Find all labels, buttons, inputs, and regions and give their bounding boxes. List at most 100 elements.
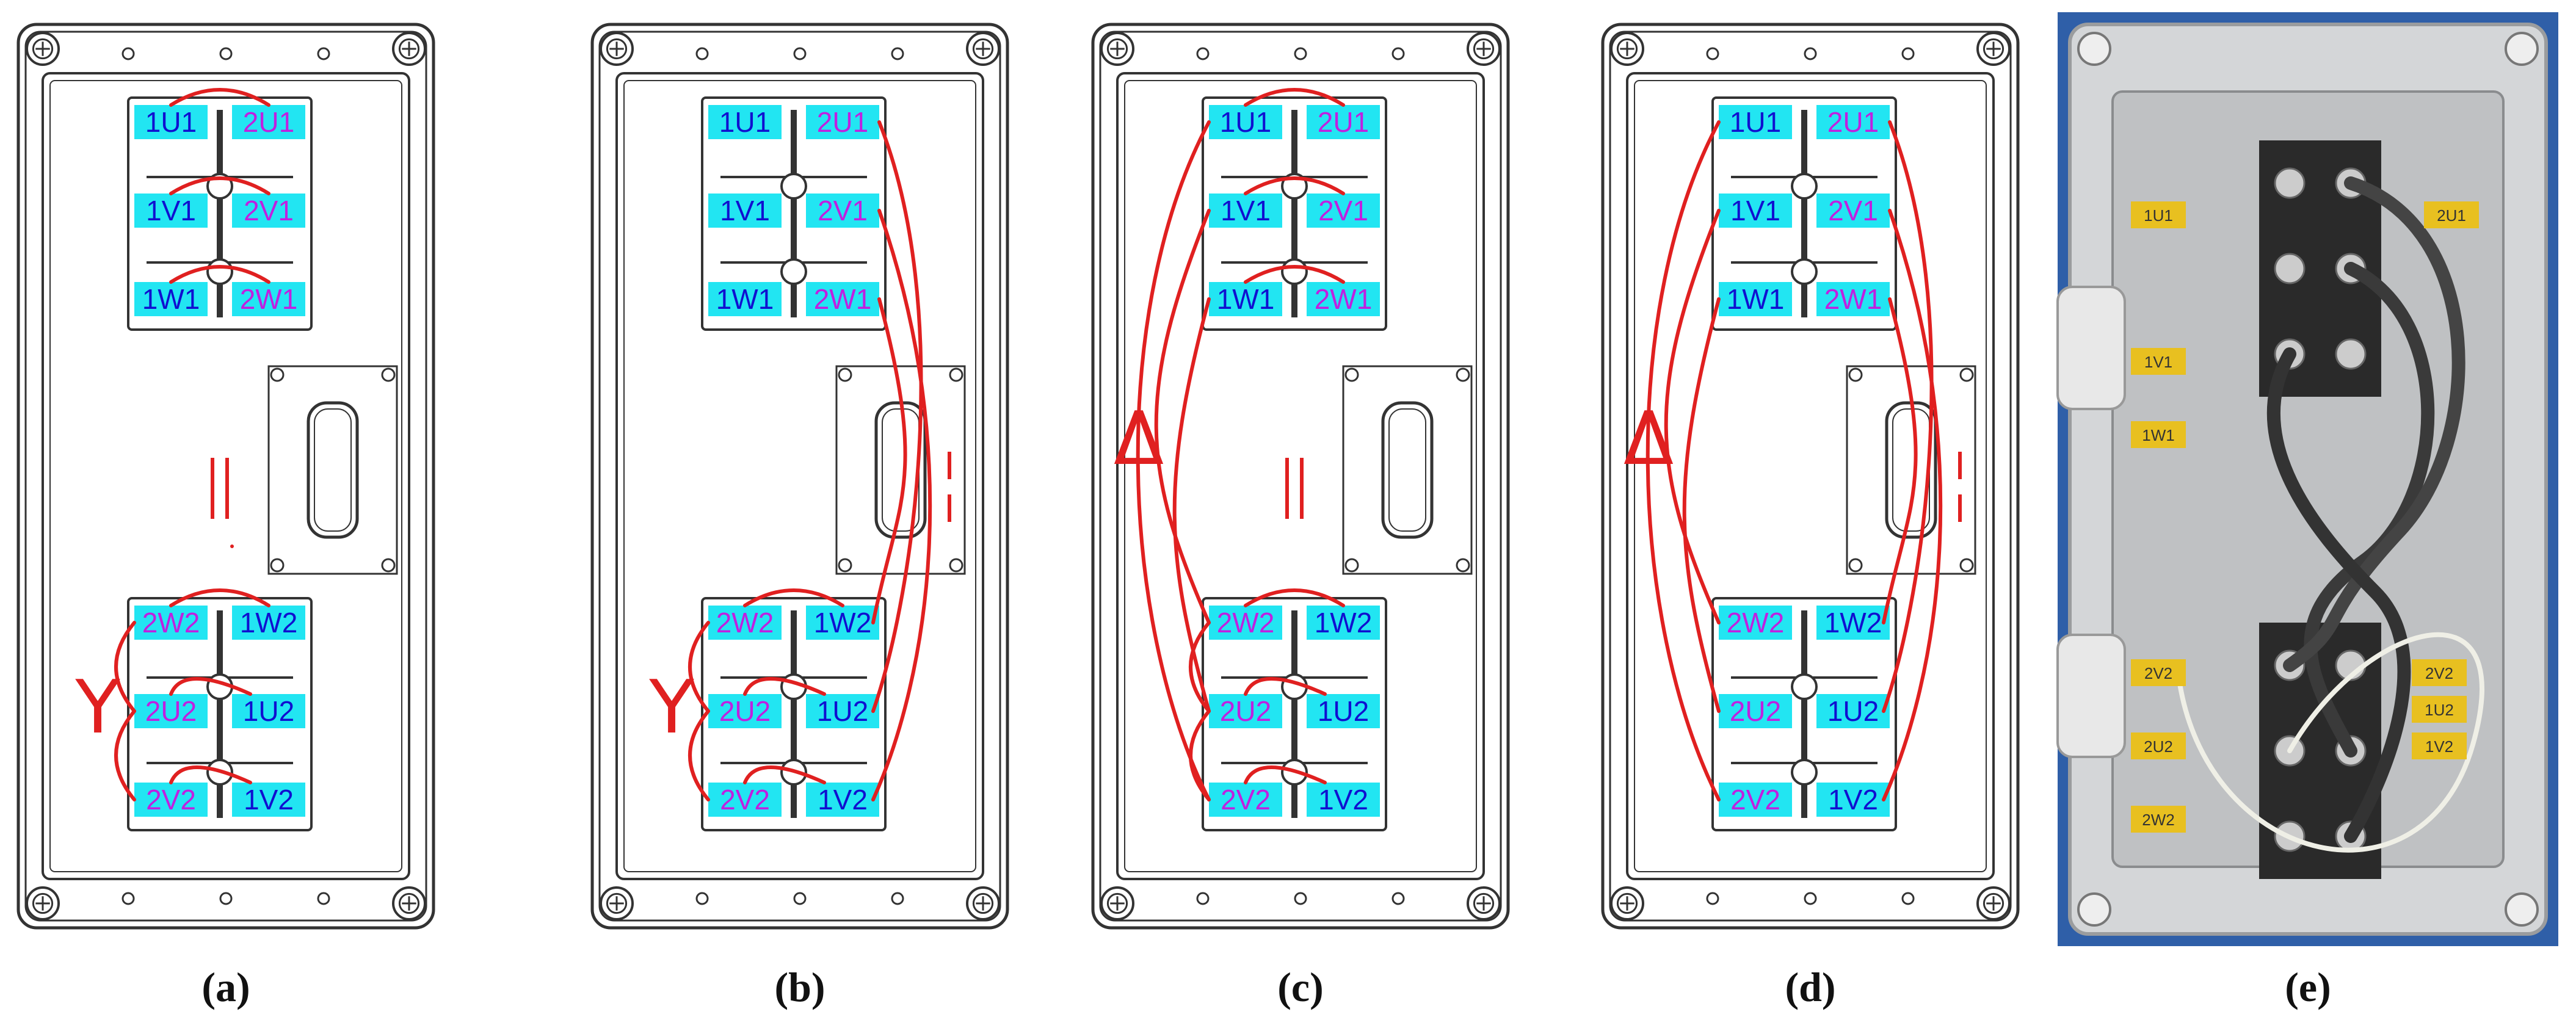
photo-label-5	[2412, 696, 2467, 723]
enclosure-inner-lip	[49, 80, 402, 872]
terminal-label-2V2: 2V2	[720, 784, 770, 816]
bridge-wire-1	[871, 120, 923, 713]
terminal-label-2W1: 2W1	[814, 283, 872, 315]
photo-label-1	[2424, 201, 2479, 228]
photo-label-text-1: 2U1	[2437, 206, 2466, 225]
enclosure-inner-lip	[1634, 80, 1987, 872]
photo-stud-l-1	[2274, 253, 2306, 284]
mount-hole-bottom-2	[891, 892, 904, 905]
mount-hole-bottom-2	[1901, 892, 1915, 905]
caption-c: (c)	[1277, 964, 1323, 1010]
terminal-label-2W2: 2W2	[1727, 607, 1785, 638]
wye-symbol: Y	[648, 665, 694, 750]
photo-label-text-8: 2U2	[2144, 737, 2173, 756]
photo-label-text-3: 1W1	[2142, 426, 2174, 444]
jumper-bottom-1	[169, 677, 252, 696]
terminal-label-1V1: 1V1	[1730, 195, 1780, 226]
terminal-label-2W2: 2W2	[716, 607, 774, 638]
terminal-label-2U2: 2U2	[1220, 695, 1271, 727]
terminal-2U1	[1307, 105, 1380, 139]
jumper-top-2	[169, 265, 270, 284]
caption-b: (b)	[774, 964, 825, 1010]
caption-a: (a)	[201, 964, 250, 1010]
delta-wire-2	[1664, 209, 1721, 624]
photo-label-7	[2131, 659, 2186, 686]
photo-cable-gland-0	[2056, 286, 2126, 410]
terminal-2V1	[1307, 194, 1380, 228]
terminal-1U2	[806, 694, 879, 728]
mount-hole-top-0	[1196, 47, 1210, 60]
terminal-1U1	[1209, 105, 1282, 139]
terminal-1V2	[232, 783, 305, 817]
terminal-2W2	[708, 606, 782, 640]
photo-corner-hole-2	[2077, 892, 2111, 927]
terminal-label-1V1: 1V1	[146, 195, 196, 226]
photo-label-4	[2412, 659, 2467, 686]
terminal-label-1W2: 1W2	[814, 607, 872, 638]
terminal-1W2	[1816, 606, 1890, 640]
terminal-1V1	[1719, 194, 1792, 228]
photo-label-2	[2131, 348, 2186, 375]
terminal-label-2V2: 2V2	[146, 784, 196, 816]
mount-hole-top-0	[1706, 47, 1719, 60]
terminal-label-2V1: 2V1	[244, 195, 294, 226]
terminal-label-1W1: 1W1	[1217, 283, 1275, 315]
terminal-2U2	[708, 694, 782, 728]
terminal-label-1V2: 1V2	[1828, 784, 1878, 816]
mount-hole-top-0	[122, 47, 135, 60]
terminal-label-2W1: 2W1	[1315, 283, 1373, 315]
terminal-1V2	[806, 783, 879, 817]
wye-symbol: Y	[74, 665, 120, 750]
bridge-wire-1	[1882, 120, 1934, 713]
mount-hole-top-1	[219, 47, 233, 60]
jumper-bottom-2	[743, 765, 826, 784]
jumper-bottom-1	[743, 677, 826, 696]
photo-cable-3	[2266, 347, 2411, 843]
mount-hole-bottom-0	[695, 892, 709, 905]
terminal-label-1V2: 1V2	[818, 784, 868, 816]
terminal-label-2U2: 2U2	[1730, 695, 1781, 727]
dot-mark	[230, 544, 234, 548]
photo-label-text-2: 1V1	[2144, 353, 2172, 371]
terminal-1W1	[134, 282, 208, 316]
terminal-label-1W1: 1W1	[142, 283, 200, 315]
enclosure-lip	[1609, 31, 2012, 922]
terminal-label-2V1: 2V1	[1318, 195, 1368, 226]
bridge-wire-3	[871, 297, 907, 624]
terminal-1U1	[134, 105, 208, 139]
window-screw-1	[1456, 367, 1470, 382]
photo-label-text-5: 1U2	[2425, 701, 2454, 719]
delta-wire-2	[1154, 209, 1211, 624]
photo-label-3	[2131, 421, 2186, 448]
terminal-label-1U2: 1U2	[817, 695, 868, 727]
terminal-label-1V2: 1V2	[1318, 784, 1368, 816]
terminal-2V2	[708, 783, 782, 817]
terminal-2V1	[806, 194, 879, 228]
mount-hole-bottom-2	[1391, 892, 1405, 905]
bridge-wire-2	[871, 209, 932, 801]
window-screw-3	[949, 558, 963, 573]
window-screw-1	[381, 367, 396, 382]
mount-hole-bottom-1	[1804, 892, 1817, 905]
cable-slot-inner	[1388, 408, 1426, 532]
jumper-bottom-0	[743, 588, 844, 607]
terminal-block-top-stud2	[1281, 258, 1308, 285]
mount-hole-top-1	[1804, 47, 1817, 60]
terminal-1W1	[1719, 282, 1792, 316]
terminal-label-1W2: 1W2	[1824, 607, 1882, 638]
terminal-block-top-stud2	[780, 258, 807, 285]
terminal-2W2	[134, 606, 208, 640]
terminal-label-1U1: 1U1	[1220, 106, 1271, 138]
photo-label-8	[2131, 732, 2186, 759]
photo-cable-gland-1	[2056, 634, 2126, 758]
terminal-label-2U2: 2U2	[719, 695, 771, 727]
window-screw-3	[381, 558, 396, 573]
mount-hole-top-1	[1294, 47, 1307, 60]
mount-hole-top-0	[695, 47, 709, 60]
bridge-wire-2	[1882, 209, 1943, 801]
terminal-1V1	[708, 194, 782, 228]
terminal-2W1	[1307, 282, 1380, 316]
terminal-1W2	[232, 606, 305, 640]
